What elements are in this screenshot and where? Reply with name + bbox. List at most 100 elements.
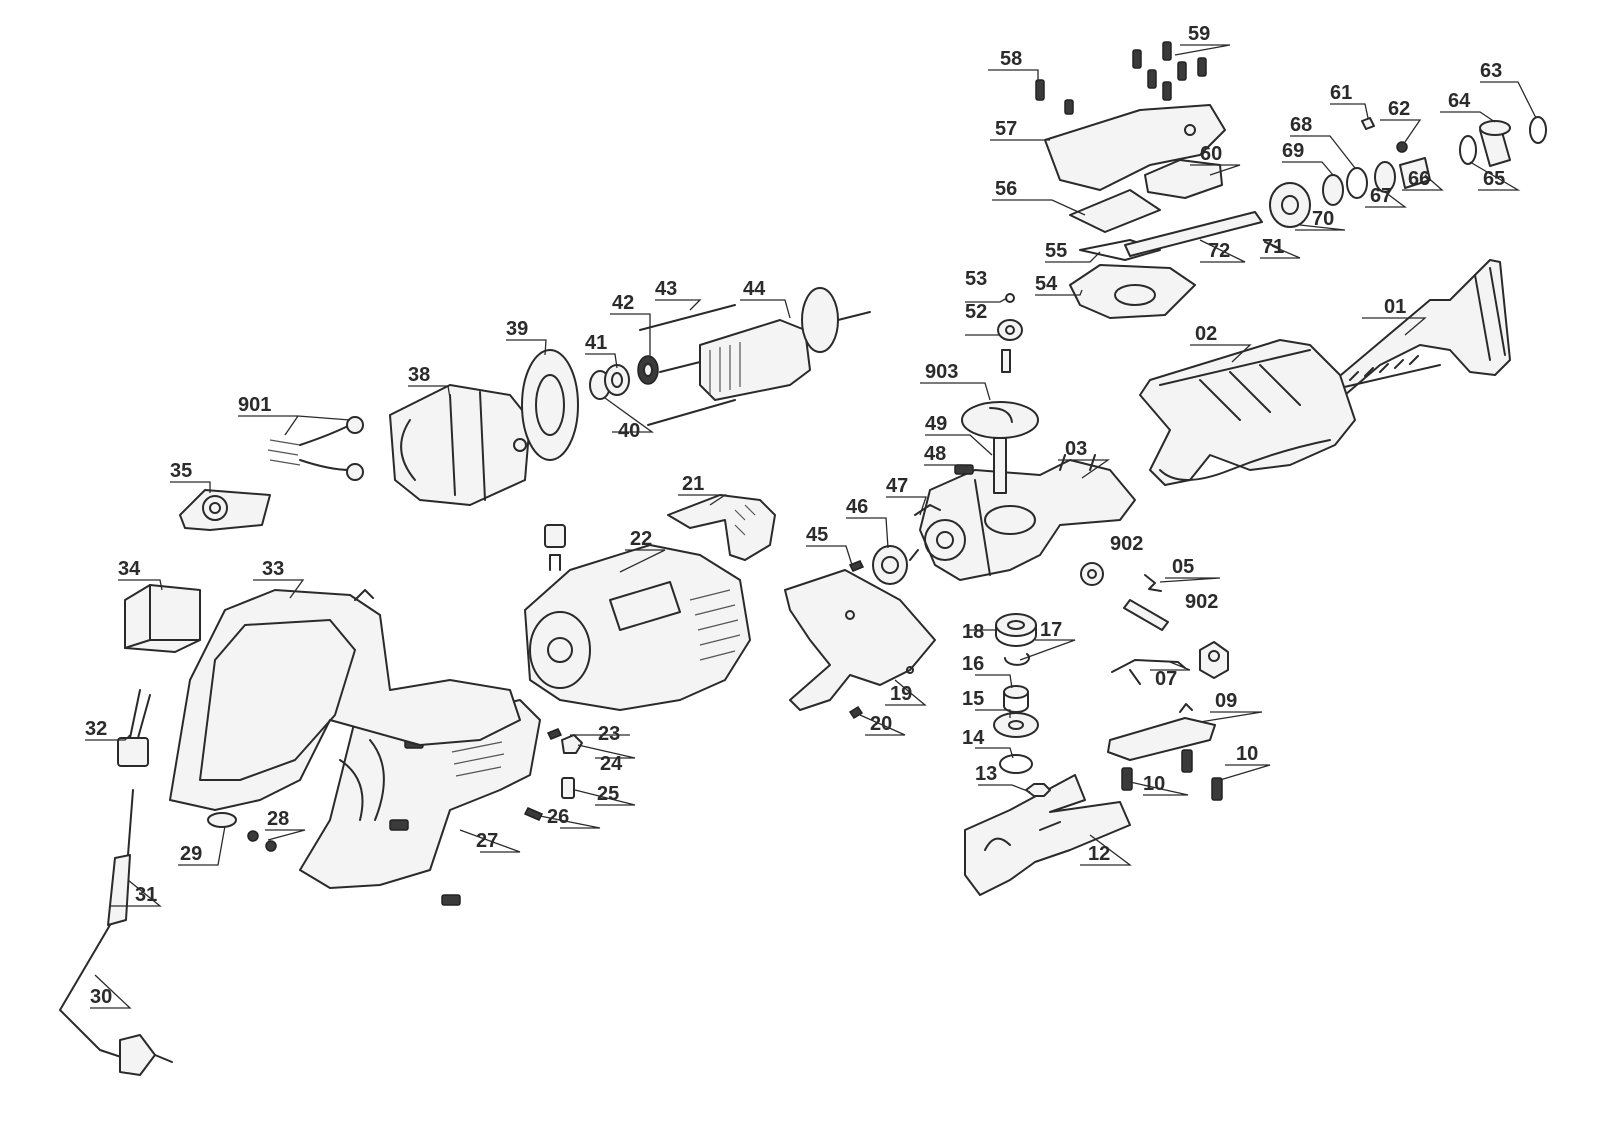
part-55-bracket-drawing <box>1079 239 1161 261</box>
part-30-power-cord-drawing <box>59 924 173 1076</box>
label-part-28: 28 <box>267 808 289 830</box>
part-68-ring-drawing <box>1346 167 1368 199</box>
label-part-61: 61 <box>1330 82 1352 104</box>
label-part-30: 30 <box>90 986 112 1008</box>
part-33-handle-shell-drawing <box>169 589 521 811</box>
label-part-53: 53 <box>965 268 987 290</box>
part-09-plate-drawing <box>1107 703 1216 761</box>
label-part-18: 18 <box>962 621 984 643</box>
part-01-shoe-drawing <box>1334 259 1511 396</box>
label-part-01: 01 <box>1384 296 1406 318</box>
part-18-bearing-drawing <box>995 613 1037 647</box>
part-54-plate-drawing <box>1069 264 1196 319</box>
part-48-screw-drawing <box>954 464 974 475</box>
label-part-02: 02 <box>1195 323 1217 345</box>
label-part-29: 29 <box>180 843 202 865</box>
label-part-05: 05 <box>1172 556 1194 578</box>
part-44-armature-drawing <box>659 287 871 401</box>
part-10-screws-drawing <box>1121 749 1223 801</box>
part-62-spring-drawing <box>1396 141 1408 153</box>
label-part-12: 12 <box>1088 843 1110 865</box>
part-59-screws-drawing <box>1132 41 1207 101</box>
part-29-cable-clamp-drawing <box>207 812 237 828</box>
part-34-switch-drawing <box>124 584 201 653</box>
label-part-31: 31 <box>135 884 157 906</box>
label-part-54: 54 <box>1035 273 1058 295</box>
label-part-902a: 902 <box>1110 533 1143 555</box>
part-69-ring-drawing <box>1322 174 1344 206</box>
part-56-cover-plate-drawing <box>1069 189 1161 233</box>
part-12-lower-cover-drawing <box>964 774 1131 896</box>
label-part-39: 39 <box>506 318 528 340</box>
label-part-70: 70 <box>1312 208 1334 230</box>
part-05-clip-drawing <box>1144 574 1162 592</box>
part-71-pin-drawing <box>1264 241 1280 249</box>
label-part-59: 59 <box>1188 23 1210 45</box>
part-901-carbon-brushes-drawing <box>267 416 364 481</box>
leader-lines <box>85 44 1537 1009</box>
label-part-15: 15 <box>962 688 984 710</box>
part-902-bushing-drawing <box>1199 641 1229 679</box>
label-part-902b: 902 <box>1185 591 1218 613</box>
part-35-speed-control-drawing <box>179 489 271 531</box>
label-part-72: 72 <box>1208 240 1230 262</box>
label-part-35: 35 <box>170 460 192 482</box>
label-part-901: 901 <box>238 394 271 416</box>
part-65-spring-drawing <box>1459 135 1477 165</box>
part-31-cord-guard-drawing <box>107 789 134 926</box>
label-part-903: 903 <box>925 361 958 383</box>
label-part-17: 17 <box>1040 619 1062 641</box>
part-22-motor-housing-drawing <box>524 524 751 711</box>
label-part-40: 40 <box>618 420 640 442</box>
part-63-ring-drawing <box>1529 116 1547 144</box>
part-23-screw-drawing <box>546 728 563 740</box>
label-part-19: 19 <box>890 683 912 705</box>
label-part-13: 13 <box>975 763 997 785</box>
label-part-32: 32 <box>85 718 107 740</box>
part-52-bushing-drawing <box>997 319 1023 341</box>
label-part-62: 62 <box>1388 98 1410 120</box>
part-17-circlip-drawing <box>1004 653 1030 666</box>
part-25-brush-drawing <box>561 777 575 799</box>
label-part-24: 24 <box>600 753 623 775</box>
part-13-nut-drawing <box>1025 783 1051 797</box>
label-part-43: 43 <box>655 278 677 300</box>
label-part-16: 16 <box>962 653 984 675</box>
part-26-screw-drawing <box>523 807 544 821</box>
label-part-48: 48 <box>924 443 946 465</box>
part-16-sleeve-drawing <box>1003 685 1029 713</box>
label-part-71: 71 <box>1262 236 1284 258</box>
label-part-09: 09 <box>1215 690 1237 712</box>
label-part-03: 03 <box>1065 438 1087 460</box>
part-58-screws-drawing <box>1035 79 1074 115</box>
part-03-gear-housing-drawing <box>919 454 1136 581</box>
label-part-69: 69 <box>1282 140 1304 162</box>
part-07-bracket-drawing <box>1111 659 1186 685</box>
label-part-64: 64 <box>1448 90 1471 112</box>
label-part-55: 55 <box>1045 240 1067 262</box>
label-part-33: 33 <box>262 558 284 580</box>
label-part-67: 67 <box>1370 185 1392 207</box>
label-part-20: 20 <box>870 713 892 735</box>
part-28-screws-drawing <box>247 830 277 852</box>
label-part-41: 41 <box>585 332 607 354</box>
label-part-58: 58 <box>1000 48 1022 70</box>
label-part-66: 66 <box>1408 168 1430 190</box>
part-42-bearing-drawing <box>637 355 659 385</box>
label-part-44: 44 <box>743 278 766 300</box>
label-part-60: 60 <box>1200 143 1222 165</box>
label-part-26: 26 <box>547 806 569 828</box>
label-part-27: 27 <box>476 830 498 852</box>
part-labels: 01 02 03 05 07 09 10 10 12 13 14 15 16 1… <box>85 23 1505 1008</box>
part-24-clamp-drawing <box>561 734 583 754</box>
part-32-capacitor-drawing <box>117 689 151 767</box>
label-part-25: 25 <box>597 783 619 805</box>
part-20-screw-drawing <box>848 705 864 720</box>
label-part-10b: 10 <box>1236 743 1258 765</box>
label-part-49: 49 <box>925 413 947 435</box>
label-part-10a: 10 <box>1143 773 1165 795</box>
label-part-57: 57 <box>995 118 1017 140</box>
label-part-23: 23 <box>598 723 620 745</box>
label-part-68: 68 <box>1290 114 1312 136</box>
